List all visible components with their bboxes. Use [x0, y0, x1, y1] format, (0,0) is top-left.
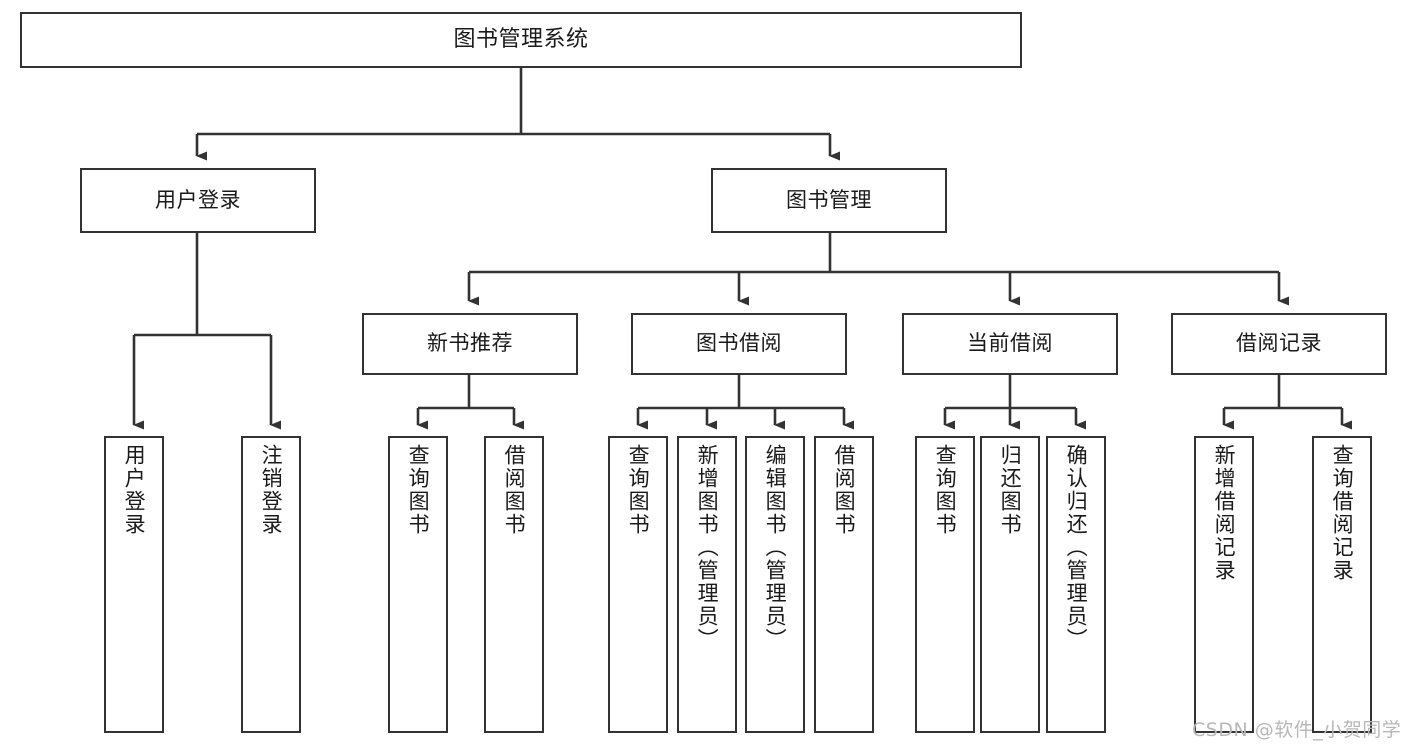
node-label: 查询图书 — [406, 444, 431, 536]
node-label: 新书推荐 — [427, 331, 513, 356]
leaf-user-login-logout[interactable]: 注销登录 — [241, 436, 301, 733]
node-user-login[interactable]: 用户登录 — [80, 168, 316, 233]
node-label: 图书管理系统 — [453, 26, 589, 52]
node-borrow-record[interactable]: 借阅记录 — [1171, 313, 1387, 375]
leaf-book-borrow-add-book-admin[interactable]: 新增图书（管理员） — [677, 436, 737, 733]
node-label: 图书管理 — [786, 187, 872, 212]
node-label: 用户登录 — [155, 187, 241, 212]
node-book-management[interactable]: 图书管理 — [711, 168, 947, 233]
leaf-book-borrow-query-book[interactable]: 查询图书 — [608, 436, 668, 733]
leaf-current-borrow-confirm-return-admin[interactable]: 确认归还（管理员） — [1046, 436, 1106, 733]
leaf-current-borrow-return-book[interactable]: 归还图书 — [980, 436, 1040, 733]
node-label: 确认归还（管理员） — [1064, 444, 1089, 651]
node-book-borrow[interactable]: 图书借阅 — [631, 313, 847, 375]
node-current-borrow[interactable]: 当前借阅 — [902, 313, 1118, 375]
node-label: 借阅图书 — [832, 444, 857, 536]
leaf-book-borrow-borrow-book[interactable]: 借阅图书 — [814, 436, 874, 733]
node-label: 新增图书（管理员） — [695, 444, 720, 651]
leaf-new-book-query-book[interactable]: 查询图书 — [388, 436, 448, 733]
node-label: 新增借阅记录 — [1212, 444, 1237, 582]
node-root-book-management-system[interactable]: 图书管理系统 — [20, 12, 1022, 68]
leaf-new-book-borrow-book[interactable]: 借阅图书 — [484, 436, 544, 733]
node-label: 查询借阅记录 — [1330, 444, 1355, 582]
node-label: 注销登录 — [259, 444, 284, 536]
node-label: 查询图书 — [933, 444, 958, 536]
csdn-watermark: CSDN @软件_小贺同学 — [1192, 719, 1402, 741]
leaf-borrow-record-add-record[interactable]: 新增借阅记录 — [1194, 436, 1254, 733]
leaf-book-borrow-edit-book-admin[interactable]: 编辑图书（管理员） — [745, 436, 805, 733]
leaf-user-login-login[interactable]: 用户登录 — [104, 436, 164, 733]
node-label: 查询图书 — [626, 444, 651, 536]
node-label: 图书借阅 — [696, 331, 782, 356]
node-label: 借阅记录 — [1236, 331, 1322, 356]
leaf-borrow-record-query-record[interactable]: 查询借阅记录 — [1312, 436, 1372, 733]
node-label: 用户登录 — [122, 444, 147, 536]
node-label: 编辑图书（管理员） — [763, 444, 788, 651]
node-new-book-recommend[interactable]: 新书推荐 — [362, 313, 578, 375]
leaf-current-borrow-query-book[interactable]: 查询图书 — [915, 436, 975, 733]
node-label: 归还图书 — [998, 444, 1023, 536]
node-label: 当前借阅 — [967, 331, 1053, 356]
node-label: 借阅图书 — [502, 444, 527, 536]
